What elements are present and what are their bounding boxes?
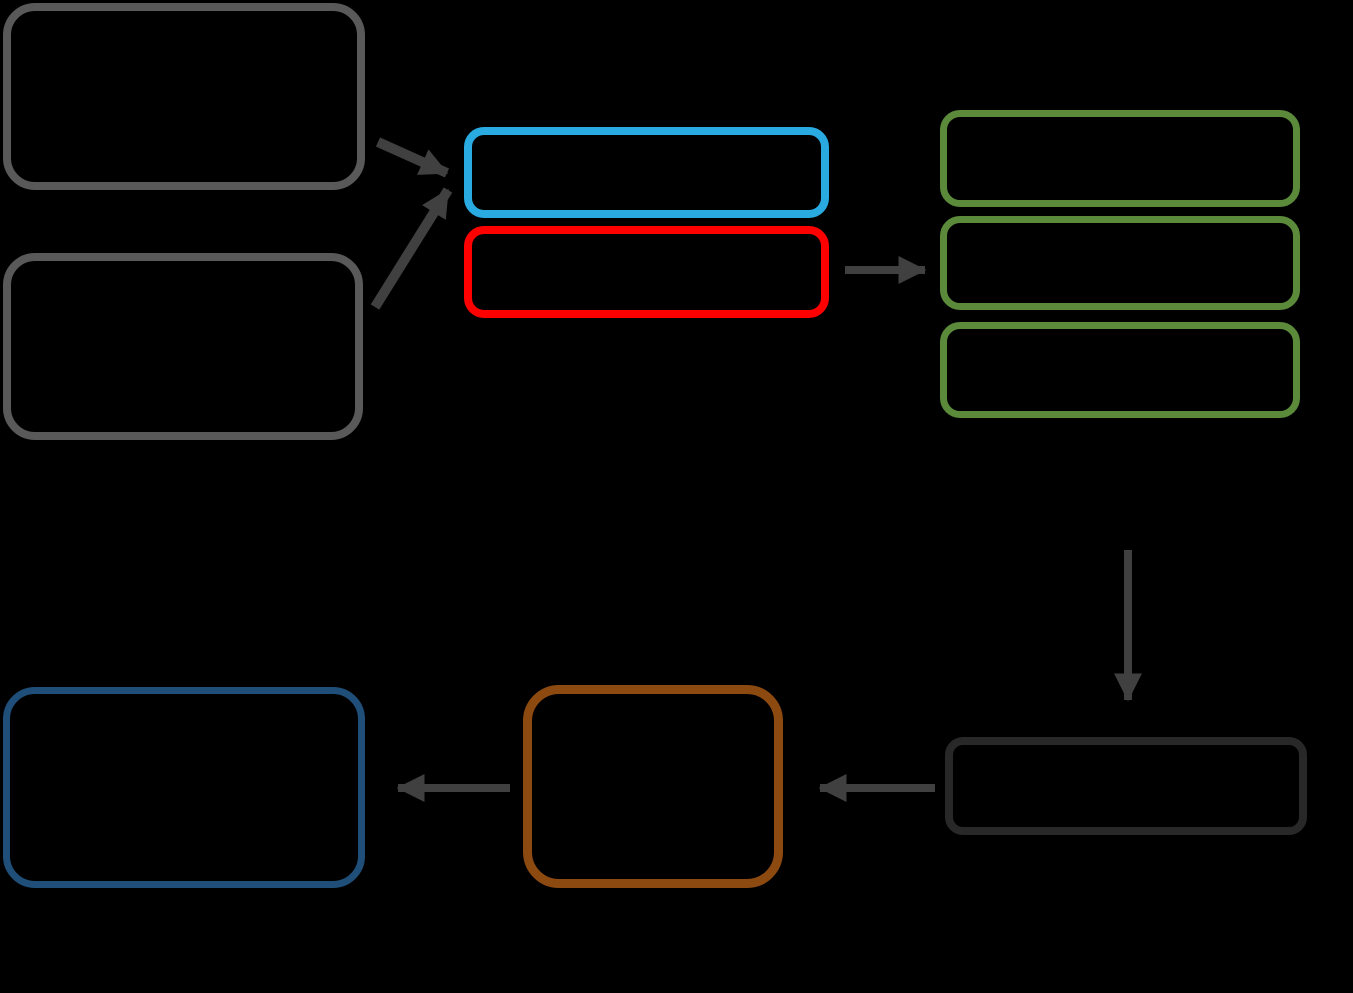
node-stage-blue [464, 127, 829, 218]
node-step-orange [523, 685, 783, 888]
node-output-green-2 [940, 216, 1300, 310]
node-result-navy [3, 687, 365, 888]
arrow-source-bottom-to-stage-blue [370, 187, 453, 310]
node-output-green-1 [940, 110, 1300, 207]
node-output-green-3 [940, 322, 1300, 418]
arrow-source-top-to-stage-blue [375, 137, 450, 178]
node-source-bottom [3, 253, 363, 440]
node-stage-red [464, 226, 829, 318]
node-step-dark [945, 737, 1307, 835]
node-source-top [3, 3, 365, 190]
